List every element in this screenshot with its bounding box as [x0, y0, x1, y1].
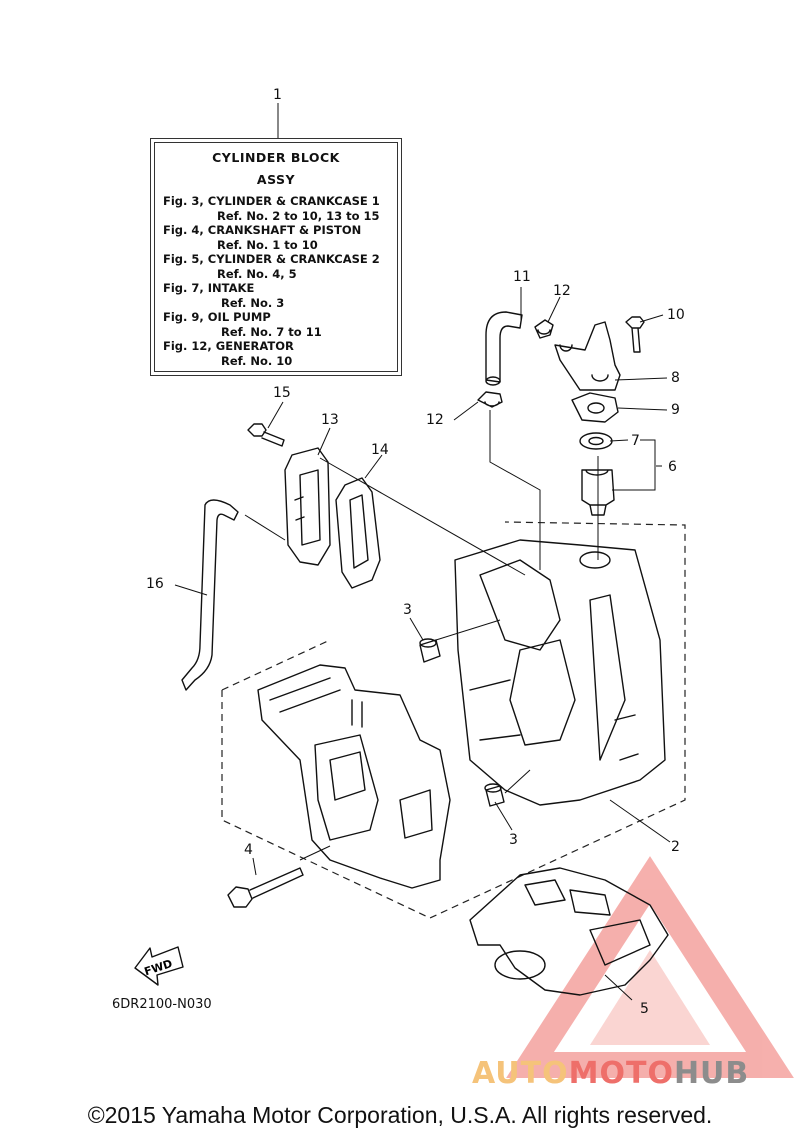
- callout-12: 12: [426, 412, 444, 428]
- callout-14: 14: [371, 442, 389, 458]
- washer-7-hole: [588, 436, 604, 446]
- callout-5: 5: [640, 1001, 649, 1017]
- dowel-pin-3b-end: [484, 783, 502, 793]
- callout-7: 7: [631, 433, 640, 449]
- hose-clip-12a: [534, 319, 554, 339]
- infobox-ref-line: Ref. No. 7 to 11: [221, 325, 322, 339]
- callout-13: 13: [321, 412, 339, 428]
- leader-lines: [174, 103, 671, 1001]
- infobox-fig-line: Fig. 4, CRANKSHAFT & PISTON: [163, 223, 362, 237]
- callout-2: 2: [671, 839, 680, 855]
- dowel-pin-3a: [419, 639, 441, 663]
- callout-9: 9: [671, 402, 680, 418]
- dowel-pin-3b: [485, 785, 505, 807]
- infobox-fig-line: Fig. 3, CYLINDER & CRANKCASE 1: [163, 194, 380, 208]
- infobox-fig-line: Fig. 7, INTAKE: [163, 281, 255, 295]
- crankcase-2: [454, 539, 666, 806]
- infobox-ref-line: Ref. No. 1 to 10: [217, 238, 318, 252]
- reference-info-box-inner-border: [154, 142, 398, 372]
- crankcase-gasket-5: [469, 867, 669, 996]
- watermark-text-part3: HUB: [673, 1056, 750, 1091]
- thermostat-gasket-9: [571, 392, 619, 423]
- hose-16: [181, 499, 239, 691]
- infobox-fig-line: Fig. 5, CYLINDER & CRANKCASE 2: [163, 252, 380, 266]
- thermostat-cover-8: [554, 321, 621, 391]
- diagram-part-code: 6DR2100-N030: [112, 997, 212, 1012]
- callout-8: 8: [671, 370, 680, 386]
- bolt-10: [625, 316, 645, 353]
- assembly-dashed-outline: [221, 521, 686, 919]
- washer-7: [579, 432, 613, 450]
- infobox-ref-line: Ref. No. 2 to 10, 13 to 15: [217, 209, 380, 223]
- thermostat-6: [581, 469, 615, 516]
- infobox-ref-line: Ref. No. 10: [221, 354, 293, 368]
- callout-12: 12: [553, 283, 571, 299]
- water-hose-11: [485, 311, 523, 383]
- callout-11: 11: [513, 269, 531, 285]
- infobox-fig-line: Fig. 12, GENERATOR: [163, 339, 294, 353]
- copyright-notice: ©2015 Yamaha Motor Corporation, U.S.A. A…: [87, 1102, 713, 1128]
- callout-4: 4: [244, 842, 253, 858]
- infobox-fig-line: Fig. 9, OIL PUMP: [163, 310, 271, 324]
- bolt-4: [227, 867, 304, 908]
- water-hose-11-end: [485, 376, 501, 386]
- cylinder-block-1: [257, 664, 451, 889]
- watermark-logo-triangle: [506, 856, 794, 1078]
- watermark-text-part1: AUTO: [472, 1056, 569, 1091]
- watermark-text: AUTOMOTOHUB: [472, 1056, 749, 1091]
- gasket-14: [335, 477, 381, 589]
- reference-info-box: CYLINDER BLOCK ASSY Fig. 3, CYLINDER & C…: [150, 138, 402, 376]
- infobox-title-line1: CYLINDER BLOCK: [212, 150, 340, 165]
- dowel-pin-3a-end: [419, 638, 437, 648]
- callout-10: 10: [667, 307, 685, 323]
- callout-1: 1: [273, 87, 282, 103]
- fwd-arrow-icon: [134, 946, 184, 986]
- callout-6: 6: [668, 459, 677, 475]
- callout-3: 3: [403, 602, 412, 618]
- infobox-title-line2: ASSY: [256, 172, 296, 187]
- callout-3: 3: [509, 832, 518, 848]
- bolt-15: [247, 423, 285, 447]
- cover-13: [284, 447, 331, 566]
- infobox-ref-line: Ref. No. 4, 5: [217, 267, 297, 281]
- callout-16: 16: [146, 576, 164, 592]
- hose-clip-12b: [477, 391, 503, 408]
- callout-15: 15: [273, 385, 291, 401]
- watermark-text-part2: MOTO: [568, 1056, 674, 1091]
- infobox-ref-line: Ref. No. 3: [221, 296, 285, 310]
